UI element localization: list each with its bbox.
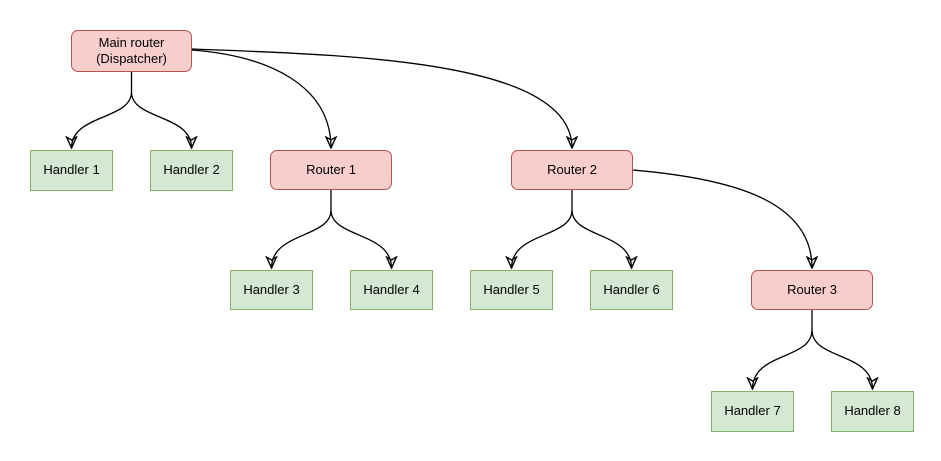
edge-router1-to-handler4 — [330, 209, 392, 268]
edge-main-to-router1 — [191, 49, 331, 148]
node-handler-8: Handler 8 — [831, 391, 914, 432]
node-handler-6: Handler 6 — [590, 270, 673, 310]
node-router-1: Router 1 — [270, 150, 392, 190]
edge-router3-to-handler7 — [753, 329, 813, 389]
edge-main-to-handler1 — [72, 91, 133, 148]
edge-router1-to-handler3 — [272, 209, 332, 268]
node-handler-5: Handler 5 — [470, 270, 553, 310]
node-handler-1: Handler 1 — [30, 150, 113, 191]
edge-router2-to-router3 — [632, 169, 812, 268]
node-handler-3: Handler 3 — [230, 270, 313, 310]
edge-main-to-router2 — [191, 48, 572, 148]
node-handler-7: Handler 7 — [711, 391, 794, 432]
edge-router2-to-handler5 — [512, 209, 573, 268]
edge-router2-to-handler6 — [571, 209, 632, 268]
node-main-router: Main router (Dispatcher) — [71, 30, 192, 72]
edge-router3-to-handler8 — [811, 329, 873, 389]
node-router-2: Router 2 — [511, 150, 633, 190]
node-handler-2: Handler 2 — [150, 150, 233, 191]
node-handler-4: Handler 4 — [350, 270, 433, 310]
edge-main-to-handler2 — [130, 91, 192, 148]
node-router-3: Router 3 — [751, 270, 873, 310]
